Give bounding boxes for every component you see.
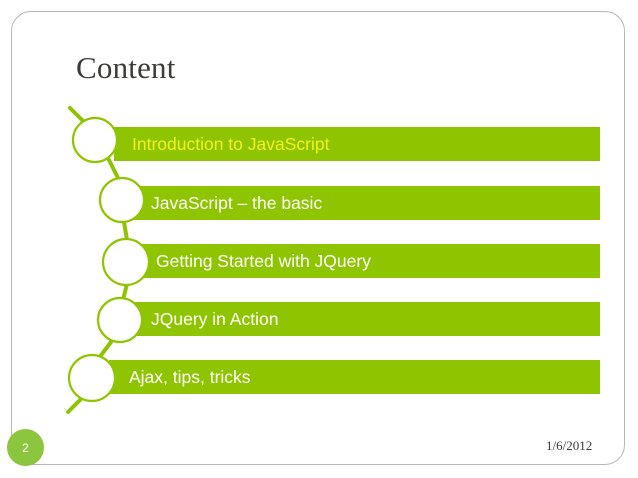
agenda-item-label: Getting Started with JQuery — [156, 250, 371, 271]
agenda-item-label: JQuery in Action — [151, 308, 279, 329]
slide-border-frame — [11, 11, 625, 465]
slide-date: 1/6/2012 — [546, 438, 593, 453]
page-number-text: 2 — [22, 440, 29, 455]
agenda-item-4[interactable]: JQuery in Action — [133, 302, 600, 336]
agenda-item-3[interactable]: Getting Started with JQuery — [138, 244, 600, 278]
page-number-badge: 2 — [7, 429, 44, 466]
agenda-item-label: JavaScript – the basic — [151, 192, 323, 213]
agenda-item-5[interactable]: Ajax, tips, tricks — [109, 360, 600, 394]
agenda-item-2[interactable]: JavaScript – the basic — [133, 186, 600, 220]
agenda-item-label: Introduction to JavaScript — [132, 133, 330, 154]
agenda-item-label: Ajax, tips, tricks — [129, 366, 251, 387]
page-title: Content — [76, 50, 176, 85]
agenda-item-1[interactable]: Introduction to JavaScript — [114, 127, 600, 161]
